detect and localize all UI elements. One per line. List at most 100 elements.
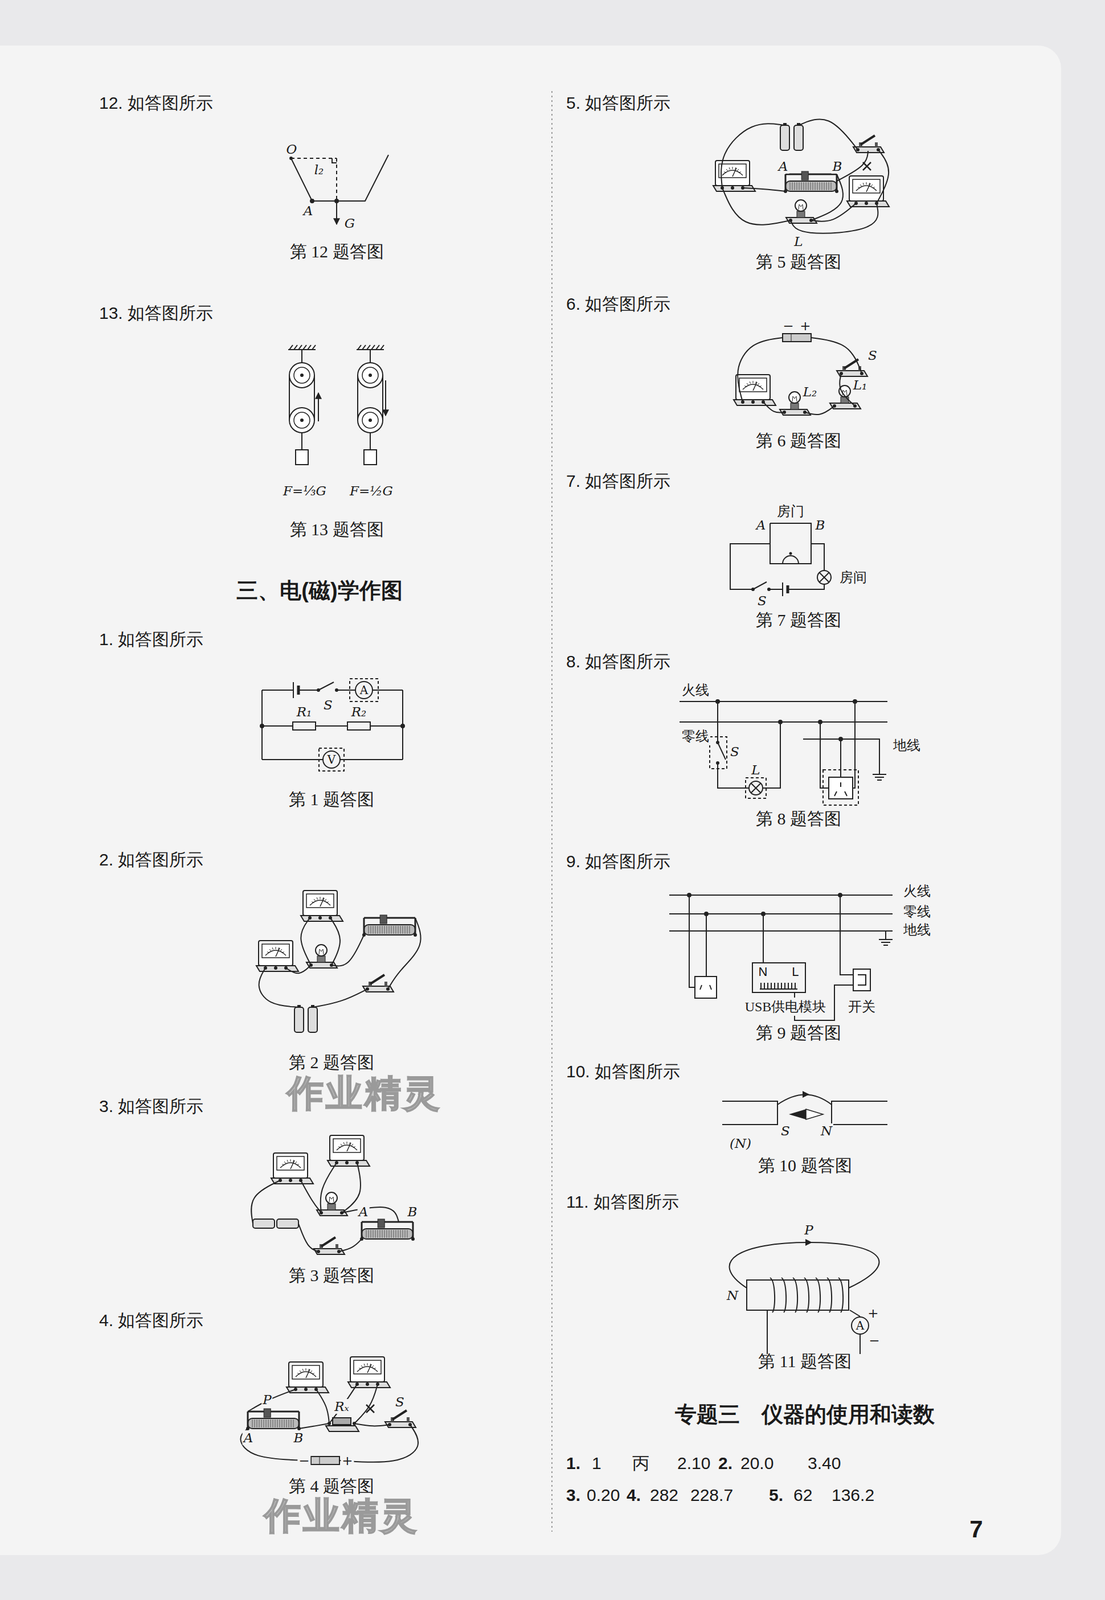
drawing-part: [384, 926, 386, 935]
drawing-part: [382, 1230, 383, 1239]
drawing-part: [826, 182, 828, 191]
figure-label: 房门: [775, 502, 806, 521]
wire: [262, 689, 294, 691]
drawing-part: [300, 373, 304, 378]
page-number: 7: [969, 1516, 983, 1544]
terminal-letter: N: [758, 965, 768, 980]
drawing-part: [310, 1457, 340, 1465]
drawing-part: [817, 182, 818, 191]
drawing-part: [265, 950, 286, 956]
drawing-part: [329, 1135, 364, 1161]
drawing-part: [407, 1230, 408, 1239]
wire: [717, 763, 750, 789]
wire: [251, 1180, 281, 1225]
figure-label: +: [798, 318, 812, 334]
wire: [669, 913, 893, 915]
answer-value: 丙: [632, 1452, 650, 1476]
drawing-part: [393, 1230, 395, 1239]
drawing-part: [866, 183, 871, 192]
drawing-part: [757, 383, 760, 386]
drawing-part: [247, 1418, 300, 1430]
drawing-part: [273, 1153, 308, 1179]
drawing-part: [279, 1419, 281, 1428]
drawing-part: [874, 142, 878, 147]
wire: [700, 985, 702, 990]
wire: [767, 983, 769, 990]
figure-label: L: [750, 762, 761, 778]
answer-number: 5.: [768, 1486, 784, 1506]
drawing-part: [288, 1362, 323, 1388]
wire: [357, 375, 359, 421]
wire: [307, 345, 311, 350]
drawing-part: [791, 333, 792, 342]
drawing-part: [406, 1417, 410, 1423]
meter-apparatus: [348, 1357, 391, 1389]
figure-label: N: [725, 1288, 740, 1304]
figure-label: 地线: [902, 921, 932, 940]
wire: [840, 895, 854, 976]
drawing-part: [718, 164, 747, 178]
drawing-part: [872, 774, 887, 781]
wire: [387, 918, 421, 990]
wire: [782, 582, 784, 597]
drawing-part: [384, 1230, 386, 1239]
drawing-part: [325, 1192, 338, 1205]
drawing-part: [384, 981, 388, 987]
drawing-part: [392, 1410, 407, 1420]
drawing-part: [370, 1230, 372, 1239]
wire: [770, 983, 772, 990]
wire: [787, 584, 825, 590]
wire: [751, 783, 761, 793]
figure-label: G: [343, 215, 356, 231]
wire: [320, 1163, 337, 1214]
drawing-part: [860, 184, 862, 187]
drawing-part: [280, 1163, 301, 1169]
wire: [330, 918, 341, 966]
drawing-part: [862, 162, 871, 171]
wire: [840, 739, 842, 778]
figure-label: B: [292, 1430, 305, 1446]
pulley: [289, 362, 315, 388]
wire: [787, 983, 789, 990]
drawing-part: [350, 1357, 385, 1383]
wire: [317, 393, 319, 422]
drawing-part: [261, 1419, 263, 1428]
wire: [300, 1180, 322, 1214]
wire: [316, 1389, 330, 1424]
pulley: [357, 362, 383, 388]
wire: [804, 406, 835, 415]
figure-label: Rₓ: [333, 1399, 350, 1415]
drawing-part: [289, 362, 315, 388]
drawing-part: [391, 926, 392, 935]
answer-number: 3.: [566, 1486, 581, 1506]
drawing-part: [726, 169, 728, 171]
compass-needle: [788, 1109, 806, 1120]
drawing-part: [782, 333, 812, 342]
drawing-part: [803, 182, 805, 191]
drawing-part: [856, 185, 877, 191]
drawing-part: [400, 1230, 401, 1239]
drawing-part: [404, 1230, 406, 1239]
wire: [831, 1101, 888, 1125]
figure-label: B: [831, 158, 844, 174]
resistor-apparatus: [325, 1418, 359, 1432]
terminal-letter: V: [327, 753, 336, 767]
drawing-part: [404, 926, 406, 935]
drawing-part: [293, 412, 310, 429]
drawing-part: [367, 1364, 372, 1374]
figure-label: 零线: [680, 727, 711, 746]
junction-dot: [817, 719, 823, 725]
wire: [820, 722, 829, 789]
drawing-part: [831, 182, 832, 191]
drawing-part: [281, 952, 284, 954]
figure-label: +: [866, 1306, 880, 1321]
junction-dot: [334, 198, 339, 204]
drawing-part: [379, 1230, 381, 1239]
drawing-part: [269, 949, 272, 952]
drawing-part: [808, 182, 809, 191]
drawing-part: [790, 182, 791, 191]
drawing-part: [744, 386, 747, 388]
drawing-part: [353, 1147, 355, 1149]
drawing-part: [362, 367, 379, 384]
drawing-part: [300, 418, 304, 423]
